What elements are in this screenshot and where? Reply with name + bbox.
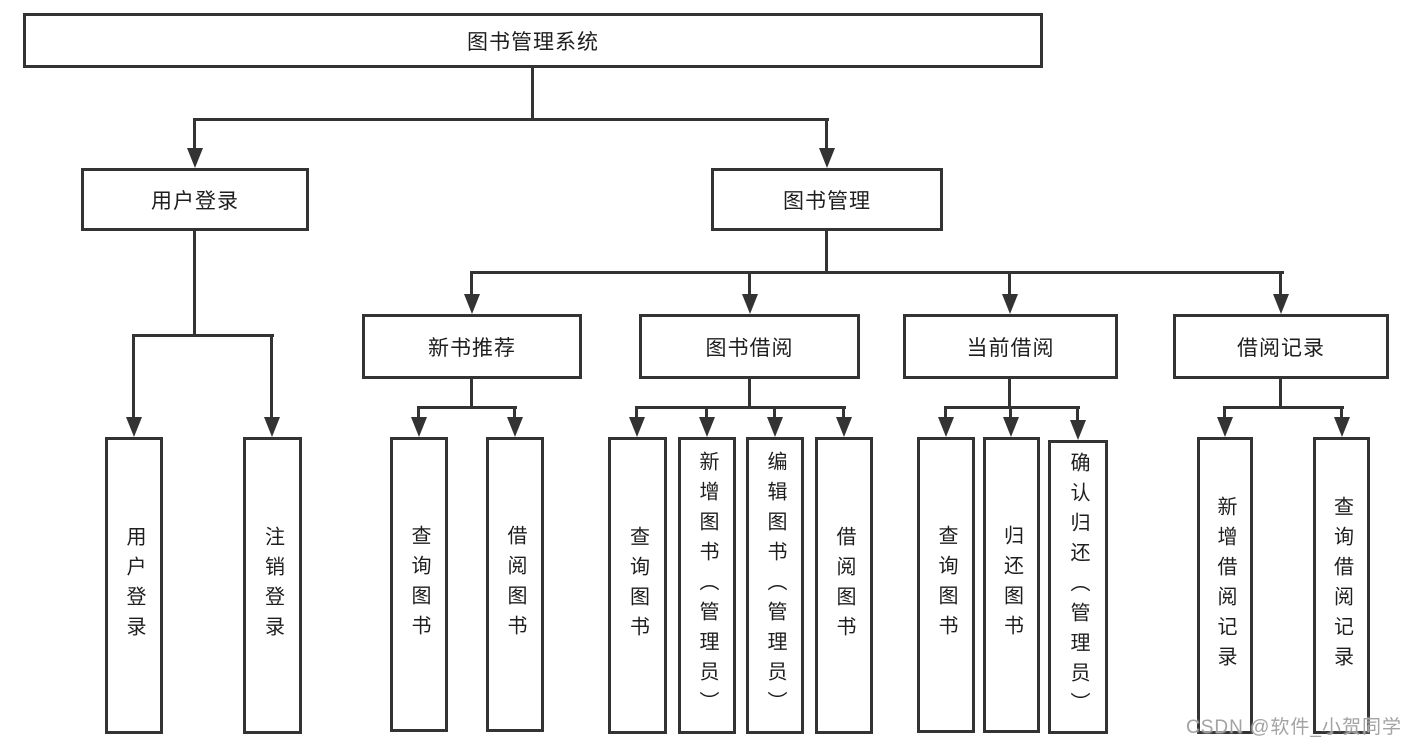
connector-to-user-login (193, 118, 196, 150)
arrowhead-cb-confirm (1070, 420, 1086, 440)
leaf-bb-edit-books-admin-label: 编辑图书（管理员） (764, 450, 786, 721)
leaf-nbr-borrow-books: 借阅图书 (486, 437, 544, 732)
arrowhead-bb-borrow (836, 417, 852, 437)
arrowhead-new-book-rec (464, 294, 480, 314)
node-user-login-label: 用户登录 (151, 189, 239, 213)
arrowhead-bb-edit (767, 417, 783, 437)
connector-current-borrow-stem (1008, 377, 1011, 409)
leaf-br-query-record: 查询借阅记录 (1313, 437, 1370, 734)
leaf-nbr-query-books-label: 查询图书 (408, 524, 430, 645)
connector-new-book-rec-stem (470, 377, 473, 409)
connector-root-stem (531, 66, 534, 120)
arrowhead-nbr-query (411, 417, 427, 437)
connector-to-br-add (1223, 406, 1226, 421)
node-new-book-rec: 新书推荐 (362, 314, 582, 379)
connector-to-current-borrow (1008, 271, 1011, 298)
connector-to-nbr-query (417, 406, 420, 421)
node-borrow-records: 借阅记录 (1173, 314, 1389, 379)
leaf-br-query-record-label: 查询借阅记录 (1330, 495, 1353, 676)
arrowhead-borrow-records (1273, 294, 1289, 314)
connector-to-ul-logout (270, 334, 273, 421)
connector-to-ul-login (132, 334, 135, 421)
connector-to-nbr-borrow (513, 406, 516, 421)
connector-to-book-borrow (748, 271, 751, 298)
arrowhead-bb-add (699, 417, 715, 437)
arrowhead-br-add (1217, 417, 1233, 437)
leaf-logout-label: 注销登录 (261, 525, 284, 646)
node-borrow-records-label: 借阅记录 (1237, 336, 1325, 360)
connector-to-cb-query (944, 406, 947, 421)
leaf-br-add-record-label: 新增借阅记录 (1214, 495, 1236, 676)
arrowhead-bb-query (629, 417, 645, 437)
arrowhead-nbr-borrow (507, 417, 523, 437)
node-root: 图书管理系统 (23, 13, 1043, 68)
node-book-borrow: 图书借阅 (639, 314, 860, 379)
leaf-logout: 注销登录 (243, 437, 302, 734)
connector-book-borrow-stem (748, 377, 751, 409)
node-current-borrow-label: 当前借阅 (966, 336, 1055, 360)
arrowhead-book-mgmt (819, 148, 835, 168)
connector-new-book-rec-crossbar (417, 406, 517, 409)
arrowhead-ul-logout (264, 417, 280, 437)
connector-user-login-crossbar (132, 334, 274, 337)
leaf-br-add-record: 新增借阅记录 (1197, 437, 1253, 734)
node-user-login: 用户登录 (81, 168, 309, 231)
leaf-bb-borrow-books-label: 借阅图书 (833, 525, 855, 646)
connector-to-new-book-rec (470, 271, 473, 298)
connector-to-borrow-records (1279, 271, 1282, 298)
connector-to-cb-confirm (1076, 406, 1079, 424)
arrowhead-current-borrow (1002, 294, 1018, 314)
node-root-label: 图书管理系统 (467, 30, 599, 54)
leaf-cb-confirm-return-admin-label: 确认归还（管理员） (1067, 452, 1089, 722)
arrowhead-ul-login (126, 417, 142, 437)
leaf-cb-query-books-label: 查询图书 (935, 525, 957, 645)
leaf-cb-confirm-return-admin: 确认归还（管理员） (1048, 440, 1108, 734)
connector-to-cb-return (1009, 406, 1012, 421)
connector-book-borrow-crossbar (635, 406, 846, 409)
connector-to-bb-add (705, 406, 708, 421)
leaf-user-login: 用户登录 (105, 437, 163, 734)
leaf-user-login-label: 用户登录 (123, 525, 145, 646)
leaf-bb-borrow-books: 借阅图书 (815, 437, 873, 734)
connector-current-borrow-crossbar (944, 406, 1080, 409)
node-new-book-rec-label: 新书推荐 (428, 336, 516, 360)
leaf-bb-edit-books-admin: 编辑图书（管理员） (746, 437, 804, 734)
connector-book-mgmt-stem (825, 229, 828, 274)
connector-borrow-records-stem (1279, 377, 1282, 409)
leaf-cb-return-books: 归还图书 (983, 437, 1040, 733)
connector-borrow-records-crossbar (1223, 406, 1344, 409)
leaf-bb-add-books-admin: 新增图书（管理员） (678, 437, 736, 734)
arrowhead-cb-return (1003, 417, 1019, 437)
leaf-cb-query-books: 查询图书 (917, 437, 975, 733)
connector-to-bb-query (635, 406, 638, 421)
leaf-bb-query-books: 查询图书 (608, 437, 667, 734)
leaf-cb-return-books-label: 归还图书 (1000, 525, 1023, 645)
leaf-nbr-borrow-books-label: 借阅图书 (504, 524, 526, 645)
csdn-watermark: CSDN @软件_小贺同学 (1186, 717, 1402, 738)
node-book-mgmt: 图书管理 (711, 168, 943, 231)
leaf-bb-query-books-label: 查询图书 (626, 525, 649, 646)
connector-user-login-stem (193, 229, 196, 337)
arrowhead-cb-query (938, 417, 954, 437)
connector-root-crossbar (193, 118, 829, 121)
arrowhead-book-borrow (742, 294, 758, 314)
connector-book-mgmt-crossbar (470, 271, 1284, 274)
connector-to-book-mgmt (825, 118, 828, 150)
connector-to-bb-edit (773, 406, 776, 421)
arrowhead-br-query (1334, 417, 1350, 437)
arrowhead-user-login (187, 148, 203, 168)
node-current-borrow: 当前借阅 (903, 314, 1118, 379)
node-book-mgmt-label: 图书管理 (783, 189, 871, 213)
leaf-nbr-query-books: 查询图书 (390, 437, 448, 732)
leaf-bb-add-books-admin-label: 新增图书（管理员） (696, 450, 718, 721)
node-book-borrow-label: 图书借阅 (705, 336, 794, 360)
connector-to-br-query (1340, 406, 1343, 421)
connector-to-bb-borrow (842, 406, 845, 421)
